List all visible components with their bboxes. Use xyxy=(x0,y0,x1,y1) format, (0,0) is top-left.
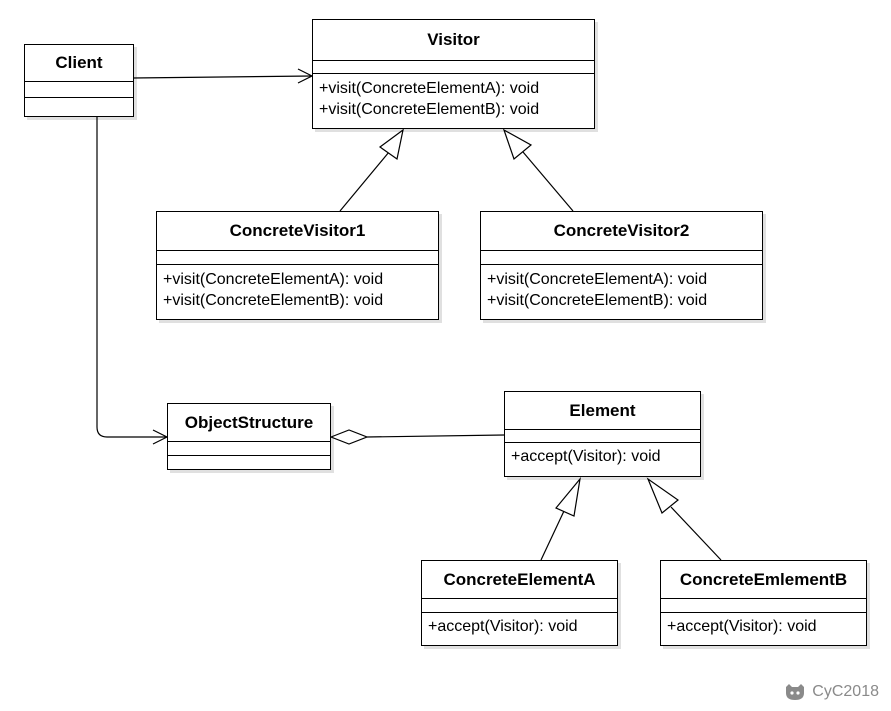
operation: +accept(Visitor): void xyxy=(667,618,817,635)
class-name: Visitor xyxy=(313,20,594,61)
class-name: Client xyxy=(25,45,133,82)
operation: +visit(ConcreteElementB): void xyxy=(319,101,540,118)
class-operations xyxy=(168,456,330,470)
watermark-text: CyC2018 xyxy=(812,683,879,700)
operation: +visit(ConcreteElementB): void xyxy=(163,292,384,309)
class-operations: +visit(ConcreteElementA): void +visit(Co… xyxy=(157,265,438,311)
class-name: Element xyxy=(505,392,700,430)
class-attributes xyxy=(505,430,700,443)
class-operations: +accept(Visitor): void xyxy=(505,443,700,467)
operation: +accept(Visitor): void xyxy=(511,448,661,465)
aggregation-objectstructure-element xyxy=(329,429,505,445)
class-concrete-element-a[interactable]: ConcreteElementA +accept(Visitor): void xyxy=(421,560,618,646)
operation: +accept(Visitor): void xyxy=(428,618,578,635)
generalization-cv1-visitor xyxy=(339,128,404,212)
class-name: ConcreteEmlementB xyxy=(661,561,866,599)
class-attributes xyxy=(422,599,617,613)
operation: +visit(ConcreteElementA): void xyxy=(319,80,540,97)
class-attributes xyxy=(313,61,594,74)
class-operations xyxy=(25,98,133,116)
class-name: ConcreteVisitor2 xyxy=(481,212,762,251)
class-operations: +visit(ConcreteElementA): void +visit(Co… xyxy=(481,265,762,311)
generalization-cv2-visitor xyxy=(502,128,574,212)
class-concrete-visitor1[interactable]: ConcreteVisitor1 +visit(ConcreteElementA… xyxy=(156,211,439,320)
operation: +visit(ConcreteElementA): void xyxy=(487,271,708,288)
class-attributes xyxy=(157,251,438,265)
class-name: ConcreteElementA xyxy=(422,561,617,599)
class-visitor[interactable]: Visitor +visit(ConcreteElementA): void +… xyxy=(312,19,595,129)
class-operations: +accept(Visitor): void xyxy=(661,613,866,637)
generalization-ceb-element xyxy=(646,477,722,561)
generalization-cea-element xyxy=(540,476,581,561)
class-operations: +accept(Visitor): void xyxy=(422,613,617,637)
class-attributes xyxy=(25,82,133,98)
operation: +visit(ConcreteElementA): void xyxy=(163,271,384,288)
class-client[interactable]: Client xyxy=(24,44,134,117)
class-operations: +visit(ConcreteElementA): void +visit(Co… xyxy=(313,74,594,120)
class-concrete-visitor2[interactable]: ConcreteVisitor2 +visit(ConcreteElementA… xyxy=(480,211,763,320)
github-octocat-icon xyxy=(786,684,805,700)
operation: +visit(ConcreteElementB): void xyxy=(487,292,708,309)
class-element[interactable]: Element +accept(Visitor): void xyxy=(504,391,701,477)
class-name: ConcreteVisitor1 xyxy=(157,212,438,251)
class-object-structure[interactable]: ObjectStructure xyxy=(167,403,331,470)
class-attributes xyxy=(481,251,762,265)
association-client-visitor xyxy=(132,68,314,84)
class-attributes xyxy=(661,599,866,613)
class-attributes xyxy=(168,442,330,456)
class-name: ObjectStructure xyxy=(168,404,330,442)
watermark: CyC2018 xyxy=(784,683,879,701)
class-concrete-element-b[interactable]: ConcreteEmlementB +accept(Visitor): void xyxy=(660,560,867,646)
